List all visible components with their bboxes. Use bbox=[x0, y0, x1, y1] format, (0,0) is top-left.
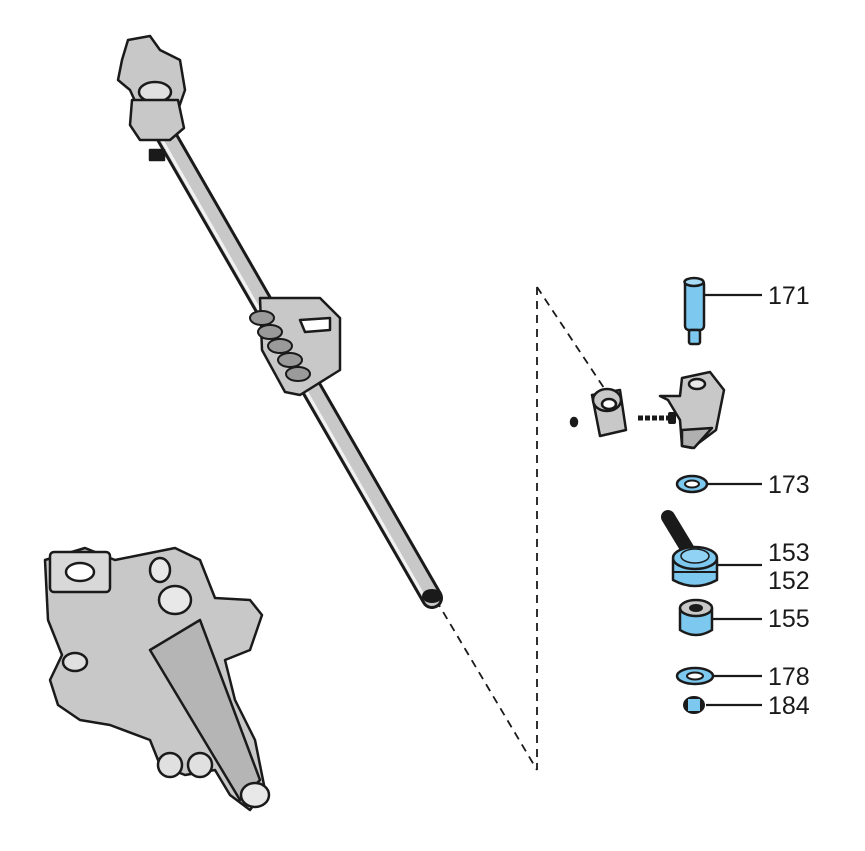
callout-184: 184 bbox=[768, 692, 810, 720]
rod-end-bracket bbox=[116, 34, 187, 162]
clamp-block bbox=[249, 296, 342, 397]
pitman-bracket bbox=[658, 370, 726, 450]
clamp-bolt bbox=[638, 412, 676, 424]
steering-knuckle bbox=[43, 546, 271, 812]
callout-153: 153 bbox=[768, 539, 810, 567]
part-153-152-ball-joint bbox=[661, 510, 719, 588]
rod-clamp bbox=[569, 387, 628, 438]
explode-guide-lines bbox=[435, 286, 605, 771]
callout-152: 152 bbox=[768, 567, 810, 595]
leader-lines bbox=[705, 293, 762, 707]
callout-178: 178 bbox=[768, 663, 810, 691]
part-184-nut bbox=[683, 696, 705, 714]
part-178-washer bbox=[675, 666, 715, 686]
part-155-bushing bbox=[678, 598, 714, 637]
part-171-pin bbox=[683, 276, 706, 346]
callout-173: 173 bbox=[768, 471, 810, 499]
part-173-washer bbox=[675, 474, 709, 494]
callout-155: 155 bbox=[768, 605, 810, 633]
callout-171: 171 bbox=[768, 282, 810, 310]
